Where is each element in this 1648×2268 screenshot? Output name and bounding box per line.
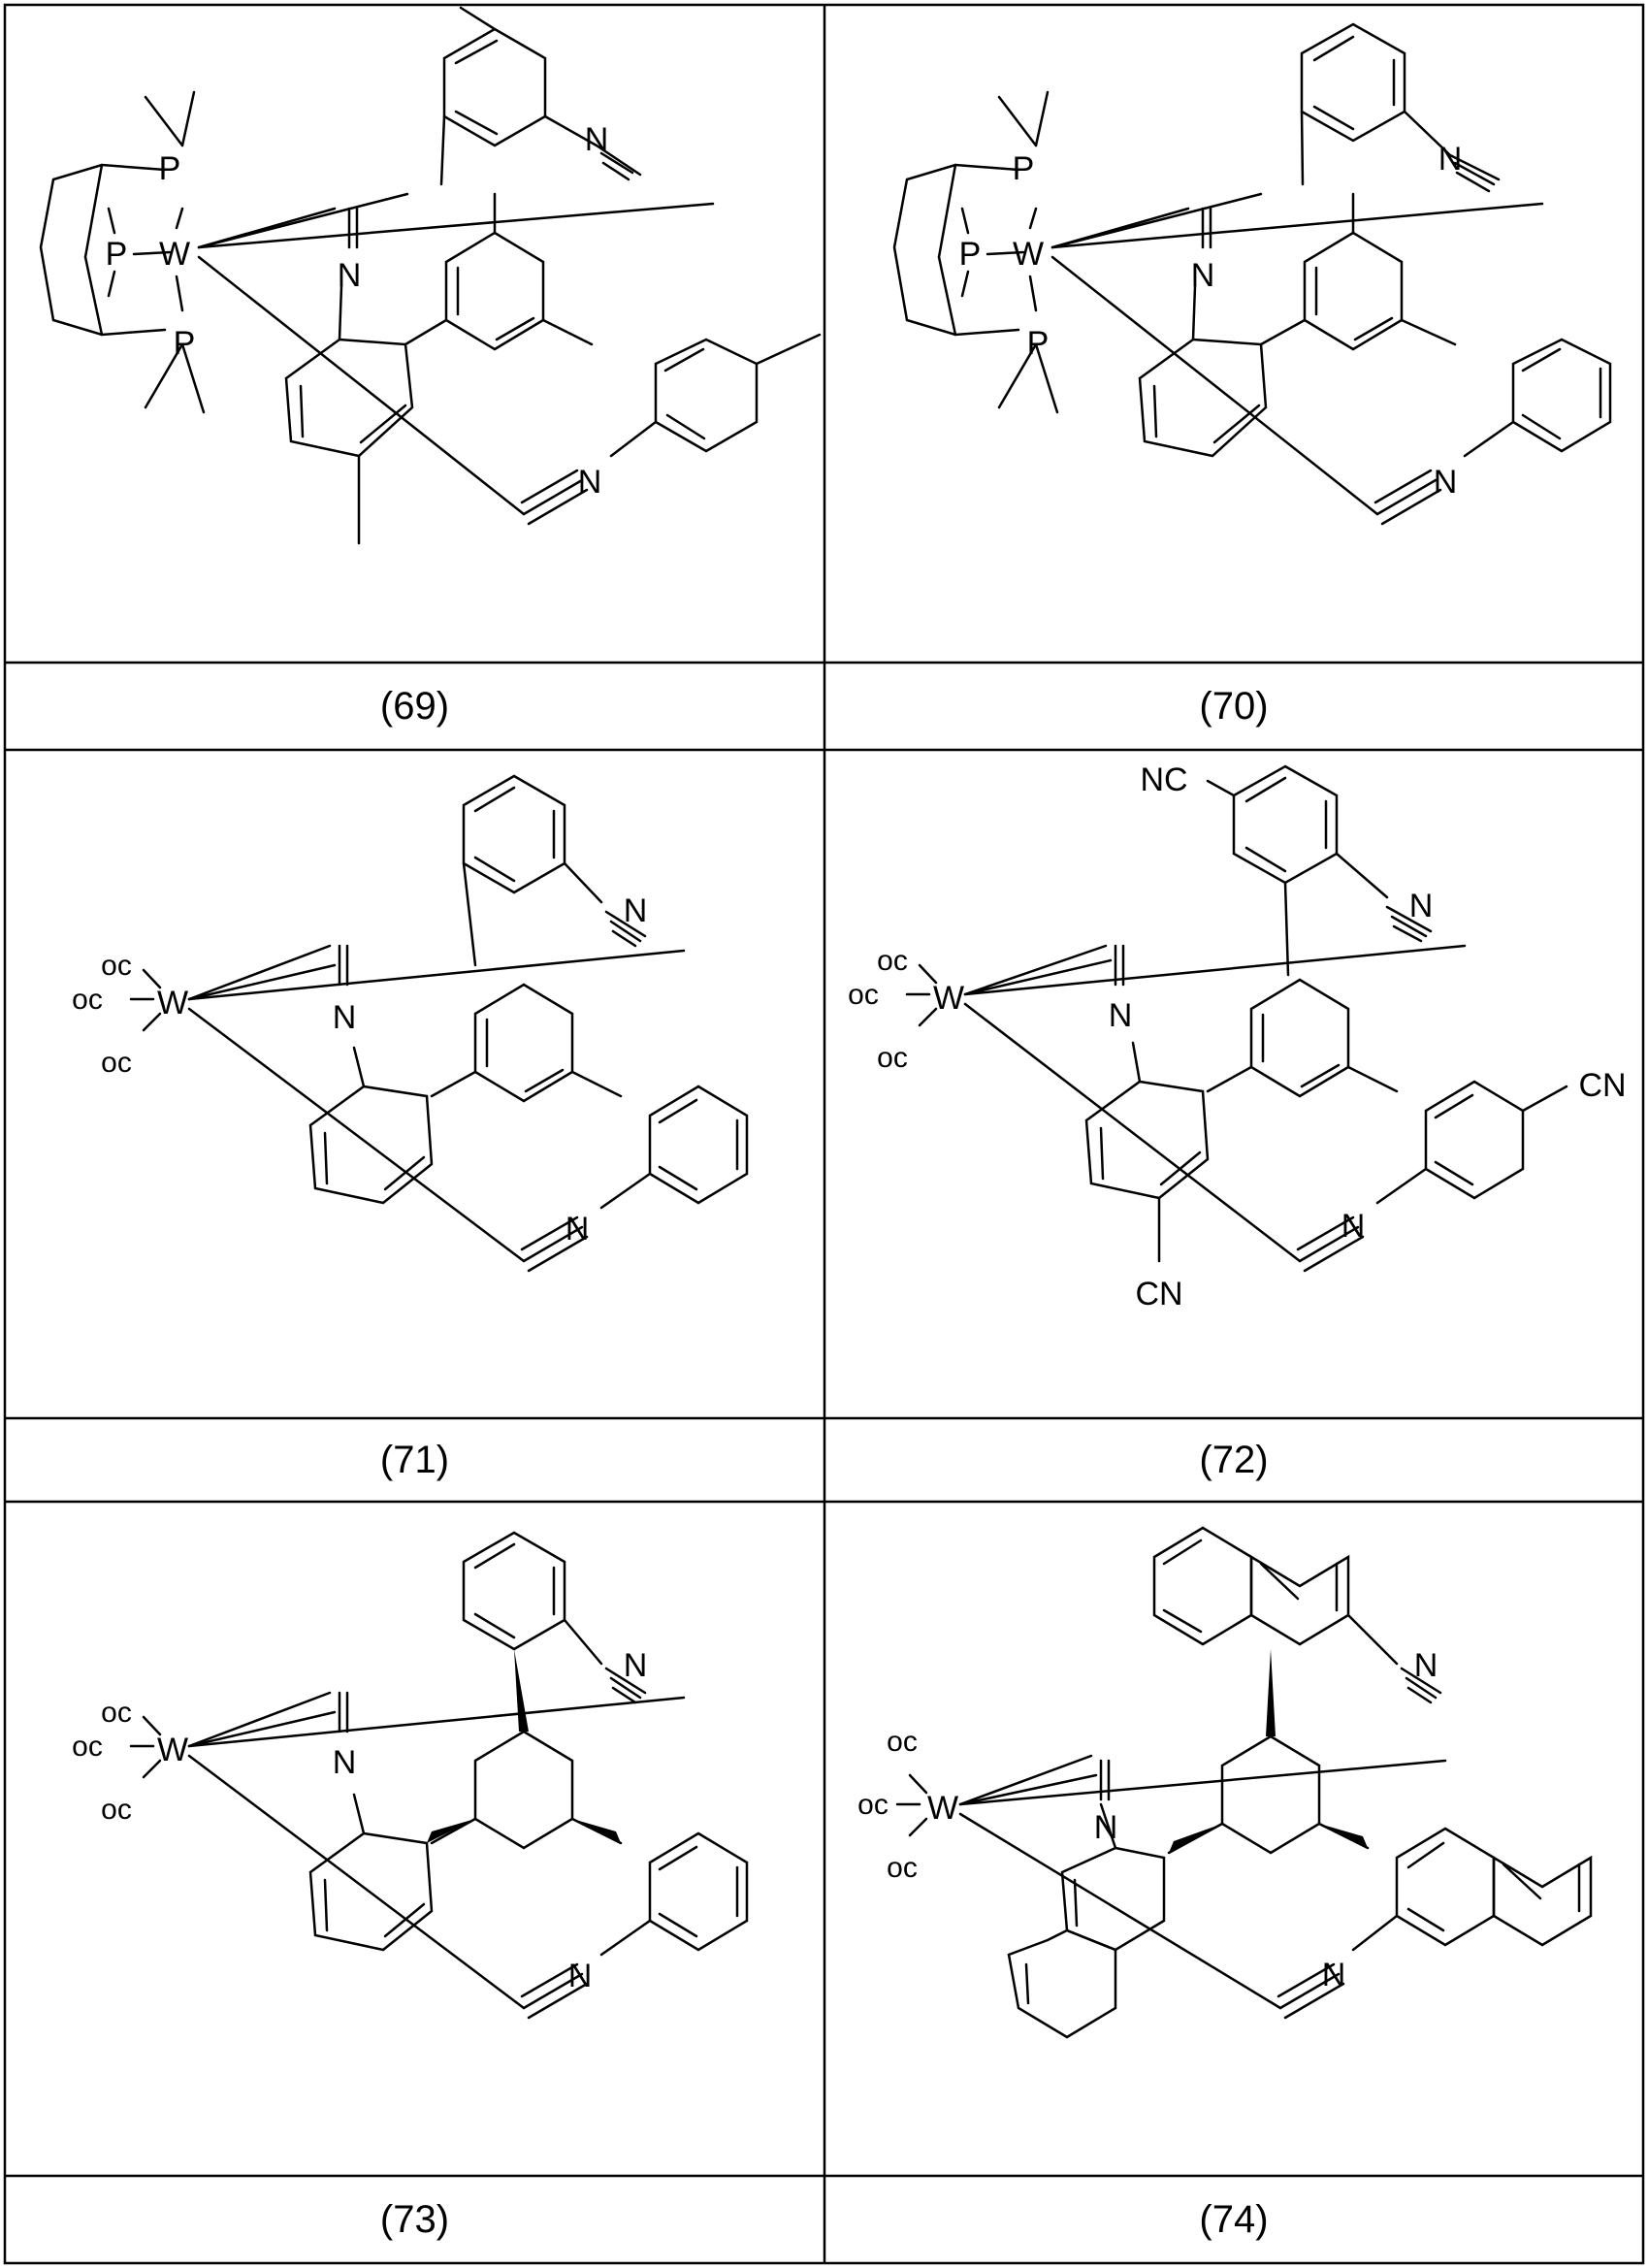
atom-label: P [106, 236, 128, 273]
atom-label: N [1438, 141, 1463, 178]
atom-label: N [333, 999, 357, 1036]
atom-label: oc [72, 984, 103, 1016]
atom-label: P [1027, 325, 1050, 362]
atom-label: oc [877, 1042, 908, 1074]
structure-71 [131, 776, 747, 1271]
compound-number-73: (73) [5, 2176, 824, 2263]
atom-label: N [624, 892, 648, 929]
compound-number-70: (70) [824, 663, 1643, 750]
atom-label: oc [101, 1794, 132, 1826]
structure-69 [41, 8, 820, 543]
atom-label: P [1013, 150, 1035, 187]
atom-label: W [1013, 236, 1044, 273]
compound-number-71: (71) [5, 1418, 824, 1502]
atom-label: oc [72, 1731, 103, 1763]
atom-label: N [1434, 464, 1458, 501]
atom-label: N [565, 1211, 590, 1247]
atom-label: N [338, 257, 362, 294]
atom-label: oc [877, 945, 908, 977]
atom-label: N [578, 464, 602, 501]
atom-label: W [157, 1732, 188, 1768]
atom-label: W [927, 1790, 958, 1827]
atom-label: oc [857, 1789, 889, 1821]
atom-label: N [1414, 1647, 1438, 1684]
structure-72 [907, 766, 1567, 1271]
atom-label: W [933, 980, 964, 1017]
atom-label: P [159, 150, 181, 187]
atom-label: W [157, 985, 188, 1021]
atom-label: N [1191, 257, 1215, 294]
atom-label: oc [101, 1697, 132, 1729]
atom-label: P [174, 325, 196, 362]
atom-label: W [159, 236, 190, 273]
compound-number-69: (69) [5, 663, 824, 750]
structure-74 [897, 1528, 1591, 2037]
atom-label: N [585, 121, 609, 158]
atom-label: N [1094, 1809, 1118, 1846]
atom-label: oc [101, 1047, 132, 1079]
atom-label: oc [887, 1726, 918, 1758]
atom-label: N [1409, 888, 1434, 924]
atom-label: N [568, 1958, 593, 1994]
atom-label: N [1322, 1957, 1346, 1993]
atom-label: N [624, 1647, 648, 1684]
atom-label: N [1341, 1208, 1366, 1245]
atom-label: P [959, 236, 982, 273]
atom-label: oc [887, 1852, 918, 1884]
atom-label: oc [101, 950, 132, 982]
atom-label: N [333, 1744, 357, 1781]
atom-label: NC [1140, 761, 1187, 798]
compound-number-74: (74) [824, 2176, 1643, 2263]
atom-label: CN [1135, 1276, 1182, 1312]
atom-label: oc [848, 979, 879, 1011]
atom-label: N [1109, 997, 1133, 1034]
structure-73 [131, 1533, 747, 2018]
structure-70 [894, 24, 1610, 524]
atom-label: CN [1578, 1067, 1626, 1104]
compound-number-72: (72) [824, 1418, 1643, 1502]
